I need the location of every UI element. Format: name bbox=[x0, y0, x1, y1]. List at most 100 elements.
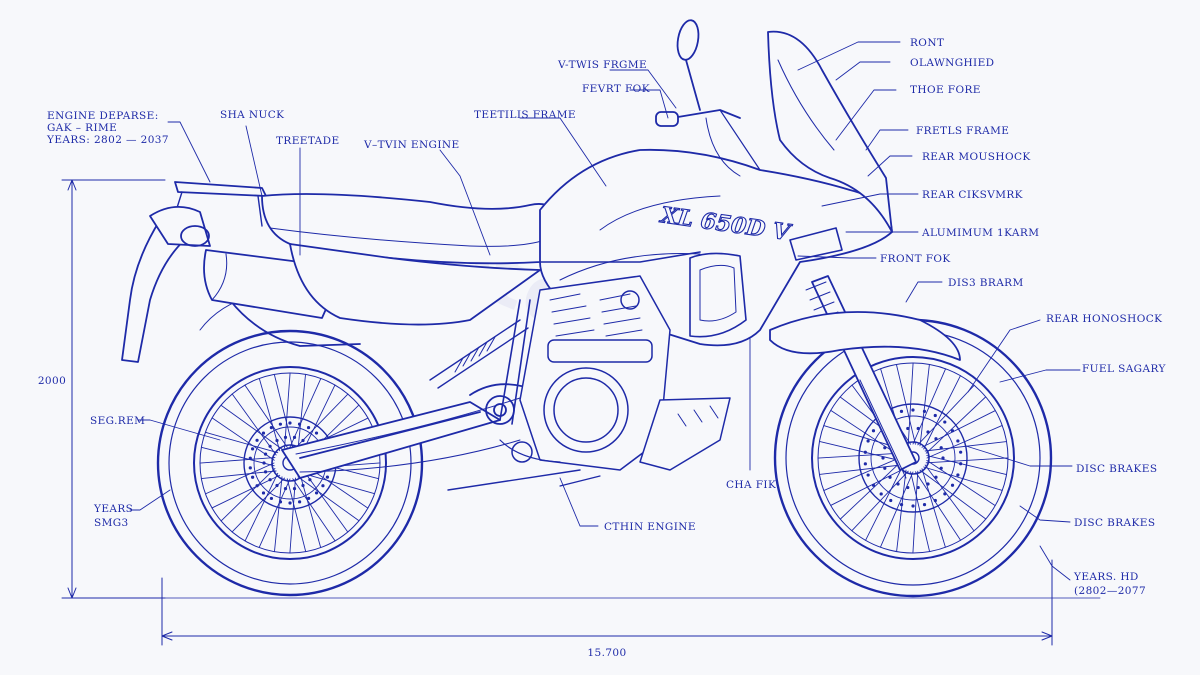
label-years-hd-line2: (2802—2077 bbox=[1074, 585, 1146, 597]
label-rear-ciksvmrk: REAR CIKSVMRK bbox=[922, 189, 1023, 201]
disc-hole bbox=[871, 429, 876, 433]
label-sha-nuck: SHA NUCK bbox=[220, 109, 284, 121]
disc-hole bbox=[278, 500, 283, 504]
spoke bbox=[231, 393, 277, 456]
label-disc-brakes-2: DISC BRAKES bbox=[1074, 517, 1155, 529]
disc-hole bbox=[307, 496, 311, 501]
disc-hole bbox=[261, 431, 266, 435]
disc-hole bbox=[268, 444, 272, 448]
label-fuel-sagary: FUEL SAGARY bbox=[1082, 363, 1166, 375]
spoke bbox=[211, 417, 275, 461]
disc-hole bbox=[933, 498, 937, 503]
height-dimension: 2000 bbox=[38, 375, 66, 387]
spoke bbox=[258, 478, 291, 548]
label-fevrt-fok: FEVRT FOK bbox=[582, 83, 650, 95]
disc-hole bbox=[911, 408, 915, 412]
disc-hole bbox=[269, 425, 273, 430]
disc-hole bbox=[275, 483, 279, 488]
spoke bbox=[244, 384, 288, 448]
disc-hole bbox=[325, 475, 330, 479]
front-fender bbox=[769, 311, 961, 361]
disc-hole bbox=[292, 435, 297, 439]
spoke bbox=[292, 478, 336, 542]
disc-hole bbox=[275, 438, 279, 443]
disc-hole bbox=[863, 450, 867, 454]
spoke bbox=[273, 373, 294, 448]
disc-hole bbox=[278, 422, 282, 426]
disc-hole bbox=[321, 484, 325, 488]
length-dimension: 15.700 bbox=[587, 647, 626, 659]
disc-hole bbox=[255, 484, 259, 488]
label-aluminum-karm: ALUMIMUM 1KARM bbox=[921, 227, 1039, 239]
label-thoe-fore: THOE FORE bbox=[910, 84, 981, 96]
disc-hole bbox=[288, 421, 292, 425]
spoke bbox=[284, 372, 291, 449]
front-disc-holes bbox=[863, 408, 963, 508]
engine bbox=[447, 275, 731, 491]
spoke bbox=[231, 477, 285, 533]
label-cha-fik: CHA FIK bbox=[726, 479, 776, 491]
disc-hole bbox=[283, 435, 288, 439]
disc-hole bbox=[301, 438, 305, 443]
label-treetade: TREETADE bbox=[276, 135, 340, 147]
disc-hole bbox=[888, 475, 892, 479]
spoke bbox=[301, 472, 376, 495]
label-engine-line2: GAK – RIME bbox=[47, 122, 117, 134]
spoke bbox=[301, 384, 336, 454]
dimension-lines bbox=[61, 179, 1101, 646]
spoke bbox=[274, 476, 283, 553]
spoke bbox=[289, 477, 296, 554]
headlight bbox=[689, 227, 843, 338]
spoke bbox=[205, 462, 275, 495]
disc-hole bbox=[261, 491, 266, 495]
disc-hole bbox=[889, 498, 893, 503]
label-teetilis-frame: TEETILIS FRAME bbox=[474, 109, 576, 121]
disc-hole bbox=[248, 456, 252, 460]
disc-hole bbox=[314, 491, 319, 495]
disc-hole bbox=[255, 438, 259, 442]
disc-hole bbox=[922, 409, 927, 413]
spoke bbox=[286, 478, 307, 553]
rear-shock bbox=[429, 319, 529, 389]
disc-hole bbox=[899, 503, 904, 507]
center-labels: V-TWIS FRGME FEVRT FOK TEETILIS FRAME V–… bbox=[363, 59, 776, 533]
label-front-fok: FRONT FOK bbox=[880, 253, 951, 265]
spoke bbox=[220, 404, 283, 450]
disc-hole bbox=[248, 466, 252, 470]
disc-hole bbox=[922, 502, 927, 507]
spoke bbox=[220, 468, 276, 522]
spoke bbox=[297, 476, 360, 522]
disc-hole bbox=[959, 450, 963, 454]
disc-hole bbox=[263, 452, 268, 456]
spoke bbox=[200, 470, 277, 479]
disc-hole bbox=[956, 439, 960, 443]
spoke bbox=[258, 377, 281, 452]
spoke bbox=[244, 472, 279, 542]
disc-hole bbox=[883, 466, 887, 470]
disc-hole bbox=[939, 446, 943, 450]
label-dis3-brarm: DIS3 BRARM bbox=[948, 277, 1024, 289]
disc-hole bbox=[939, 466, 943, 470]
label-fretls-frame: FRETLS FRAME bbox=[916, 125, 1009, 137]
disc-hole bbox=[251, 475, 255, 479]
disc-hole bbox=[297, 422, 302, 426]
disc-hole bbox=[863, 462, 867, 466]
spoke bbox=[295, 393, 349, 449]
swingarm bbox=[281, 383, 541, 479]
label-cthin-engine: CTHIN ENGINE bbox=[604, 521, 696, 533]
disc-hole bbox=[298, 500, 302, 504]
disc-hole bbox=[308, 478, 312, 482]
disc-hole bbox=[879, 492, 883, 496]
label-engine-line3: YEARS: 2802 — 2037 bbox=[46, 134, 169, 146]
label-vtvin-engine: V–TVIN ENGINE bbox=[363, 139, 460, 151]
disc-hole bbox=[268, 478, 272, 482]
disc-hole bbox=[288, 501, 292, 505]
label-rear-honoshock: REAR HONOSHOCK bbox=[1046, 313, 1162, 325]
disc-hole bbox=[911, 504, 915, 508]
disc-hole bbox=[314, 431, 319, 435]
disc-hole bbox=[883, 446, 887, 450]
disc-hole bbox=[306, 425, 311, 430]
label-olawnghied: OLAWNGHIED bbox=[910, 57, 995, 69]
